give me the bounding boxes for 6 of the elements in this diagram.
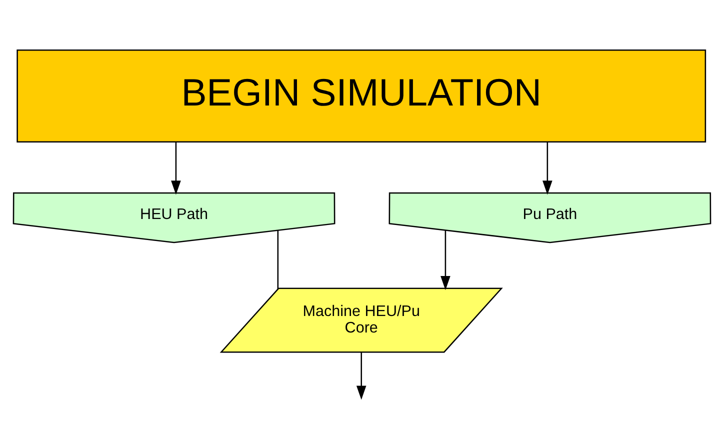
node-box: BEGIN SIMULATION <box>16 48 706 142</box>
arrow <box>440 230 450 290</box>
arrow <box>542 142 552 194</box>
arrow <box>171 142 181 194</box>
arrow <box>356 352 366 400</box>
connector <box>277 230 279 289</box>
